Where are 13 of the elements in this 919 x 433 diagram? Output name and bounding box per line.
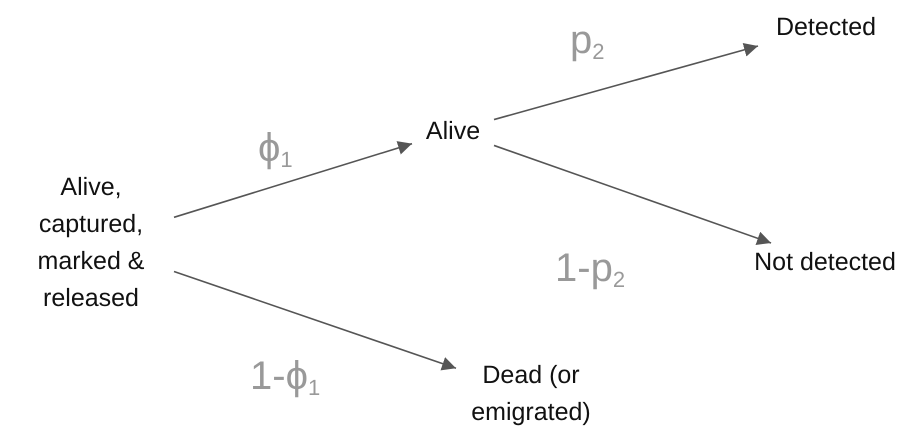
node-label: Not detected <box>754 246 896 278</box>
node-label: Dead (or emigrated) <box>470 360 592 428</box>
node-label: Detected <box>776 12 876 42</box>
edge-label: p$_{2}$ <box>570 20 604 63</box>
arrow <box>494 42 758 120</box>
edge-label: 1-p$_{2}$ <box>555 248 626 291</box>
edge-label: ϕ$_{1}$ <box>258 128 293 171</box>
node-label: Alive <box>426 116 480 146</box>
edge-label: 1-ϕ$_{1}$ <box>250 356 320 399</box>
arrow <box>174 141 412 218</box>
arrow <box>174 270 456 370</box>
arrow <box>494 144 772 245</box>
node-label: Alive, captured, marked & released <box>36 172 146 314</box>
